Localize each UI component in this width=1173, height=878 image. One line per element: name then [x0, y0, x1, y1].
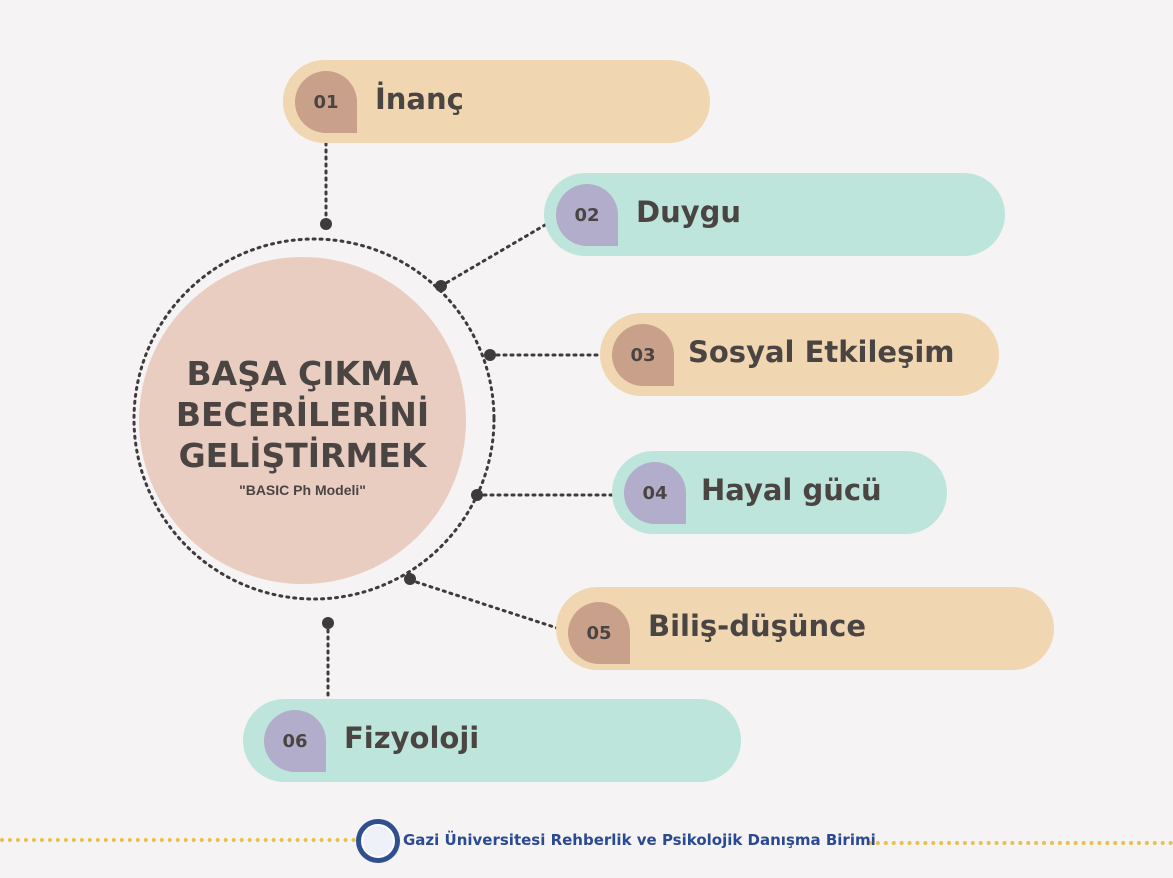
item-06-label: Fizyoloji: [344, 721, 480, 755]
center-title: BAŞA ÇIKMA BECERİLERİNİ GELİŞTİRMEK: [176, 353, 429, 476]
connector-05: [408, 578, 559, 630]
item-03-label: Sosyal Etkileşim: [688, 335, 955, 369]
item-05-pill: 05 Biliş-düşünce: [556, 587, 1054, 670]
item-01-label: İnanç: [375, 82, 464, 116]
item-04-badge: 04: [624, 462, 686, 524]
node-dot-01: [320, 218, 332, 230]
node-dot-05: [404, 573, 416, 585]
item-04-pill: 04 Hayal gücü: [612, 451, 947, 534]
center-title-line-2: BECERİLERİNİ: [175, 395, 430, 434]
footer-dotted-line-left: [0, 838, 356, 842]
node-dot-03: [484, 349, 496, 361]
node-dot-06: [322, 617, 334, 629]
item-06-badge: 06: [264, 710, 326, 772]
university-seal-icon: [356, 819, 400, 863]
center-subtitle: "BASIC Ph Modeli": [239, 482, 366, 498]
item-02-pill: 02 Duygu: [544, 173, 1005, 256]
node-dot-04: [471, 489, 483, 501]
footer-organization-name: Gazi Üniversitesi Rehberlik ve Psikoloji…: [403, 831, 876, 849]
item-06-pill: 06 Fizyoloji: [243, 699, 741, 782]
connector-02: [439, 223, 547, 288]
item-03-pill: 03 Sosyal Etkileşim: [600, 313, 999, 396]
outer-dotted-ring: [132, 237, 496, 601]
item-04-label: Hayal gücü: [701, 473, 882, 507]
center-title-line-1: BAŞA ÇIKMA: [186, 354, 419, 393]
center-circle: BAŞA ÇIKMA BECERİLERİNİ GELİŞTİRMEK "BAS…: [139, 257, 466, 584]
item-02-badge: 02: [556, 184, 618, 246]
center-title-line-3: GELİŞTİRMEK: [178, 436, 427, 475]
footer-dotted-line-right: [868, 841, 1173, 845]
item-01-pill: 01 İnanç: [283, 60, 710, 143]
node-dot-02: [435, 280, 447, 292]
item-01-badge: 01: [295, 71, 357, 133]
item-03-badge: 03: [612, 324, 674, 386]
item-05-label: Biliş-düşünce: [648, 609, 867, 643]
item-05-badge: 05: [568, 602, 630, 664]
item-02-label: Duygu: [636, 195, 742, 229]
university-seal-inner: [361, 824, 395, 858]
